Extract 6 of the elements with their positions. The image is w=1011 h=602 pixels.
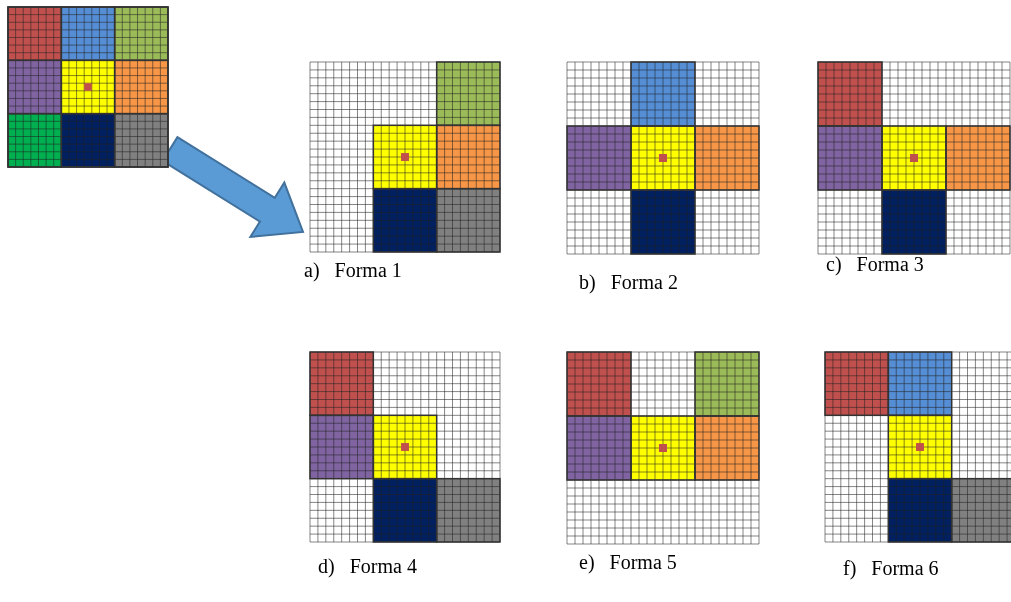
panel-caption: c) Forma 3 xyxy=(826,254,924,274)
panel-caption: d) Forma 4 xyxy=(318,556,417,576)
panel-caption: b) Forma 2 xyxy=(579,272,678,292)
panel-caption: a) Forma 1 xyxy=(304,260,402,280)
panel-caption: f) Forma 6 xyxy=(843,558,939,578)
panel-caption: e) Forma 5 xyxy=(579,552,677,572)
